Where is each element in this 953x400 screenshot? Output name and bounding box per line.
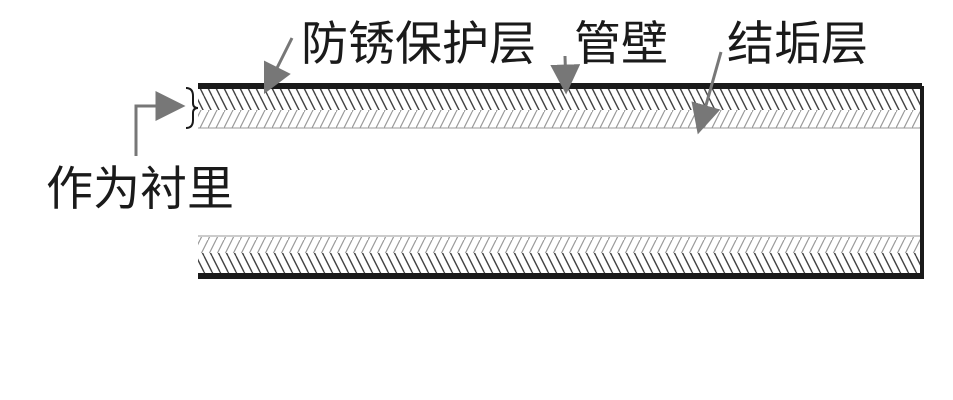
- top-pipe-wall: [198, 89, 922, 110]
- top-scale-layer: [198, 110, 922, 128]
- lining-arrow: [134, 91, 186, 156]
- bottom-pipe-section: [198, 235, 922, 279]
- pipe-wall-arrow: [550, 55, 581, 95]
- anti-rust-layer-label: 防锈保护层: [301, 17, 536, 72]
- lining-brace: [185, 87, 199, 129]
- top-pipe-section: [198, 83, 922, 129]
- lining-label: 作为衬里: [46, 162, 234, 217]
- anti-rust-arrow: [263, 37, 294, 95]
- scale-layer-arrow: [691, 51, 723, 135]
- bottom-pipe-wall: [198, 253, 922, 273]
- scale-layer-label: 结垢层: [727, 17, 868, 72]
- bottom-scale-layer: [198, 237, 922, 253]
- pipe-wall-label: 管壁: [574, 17, 668, 72]
